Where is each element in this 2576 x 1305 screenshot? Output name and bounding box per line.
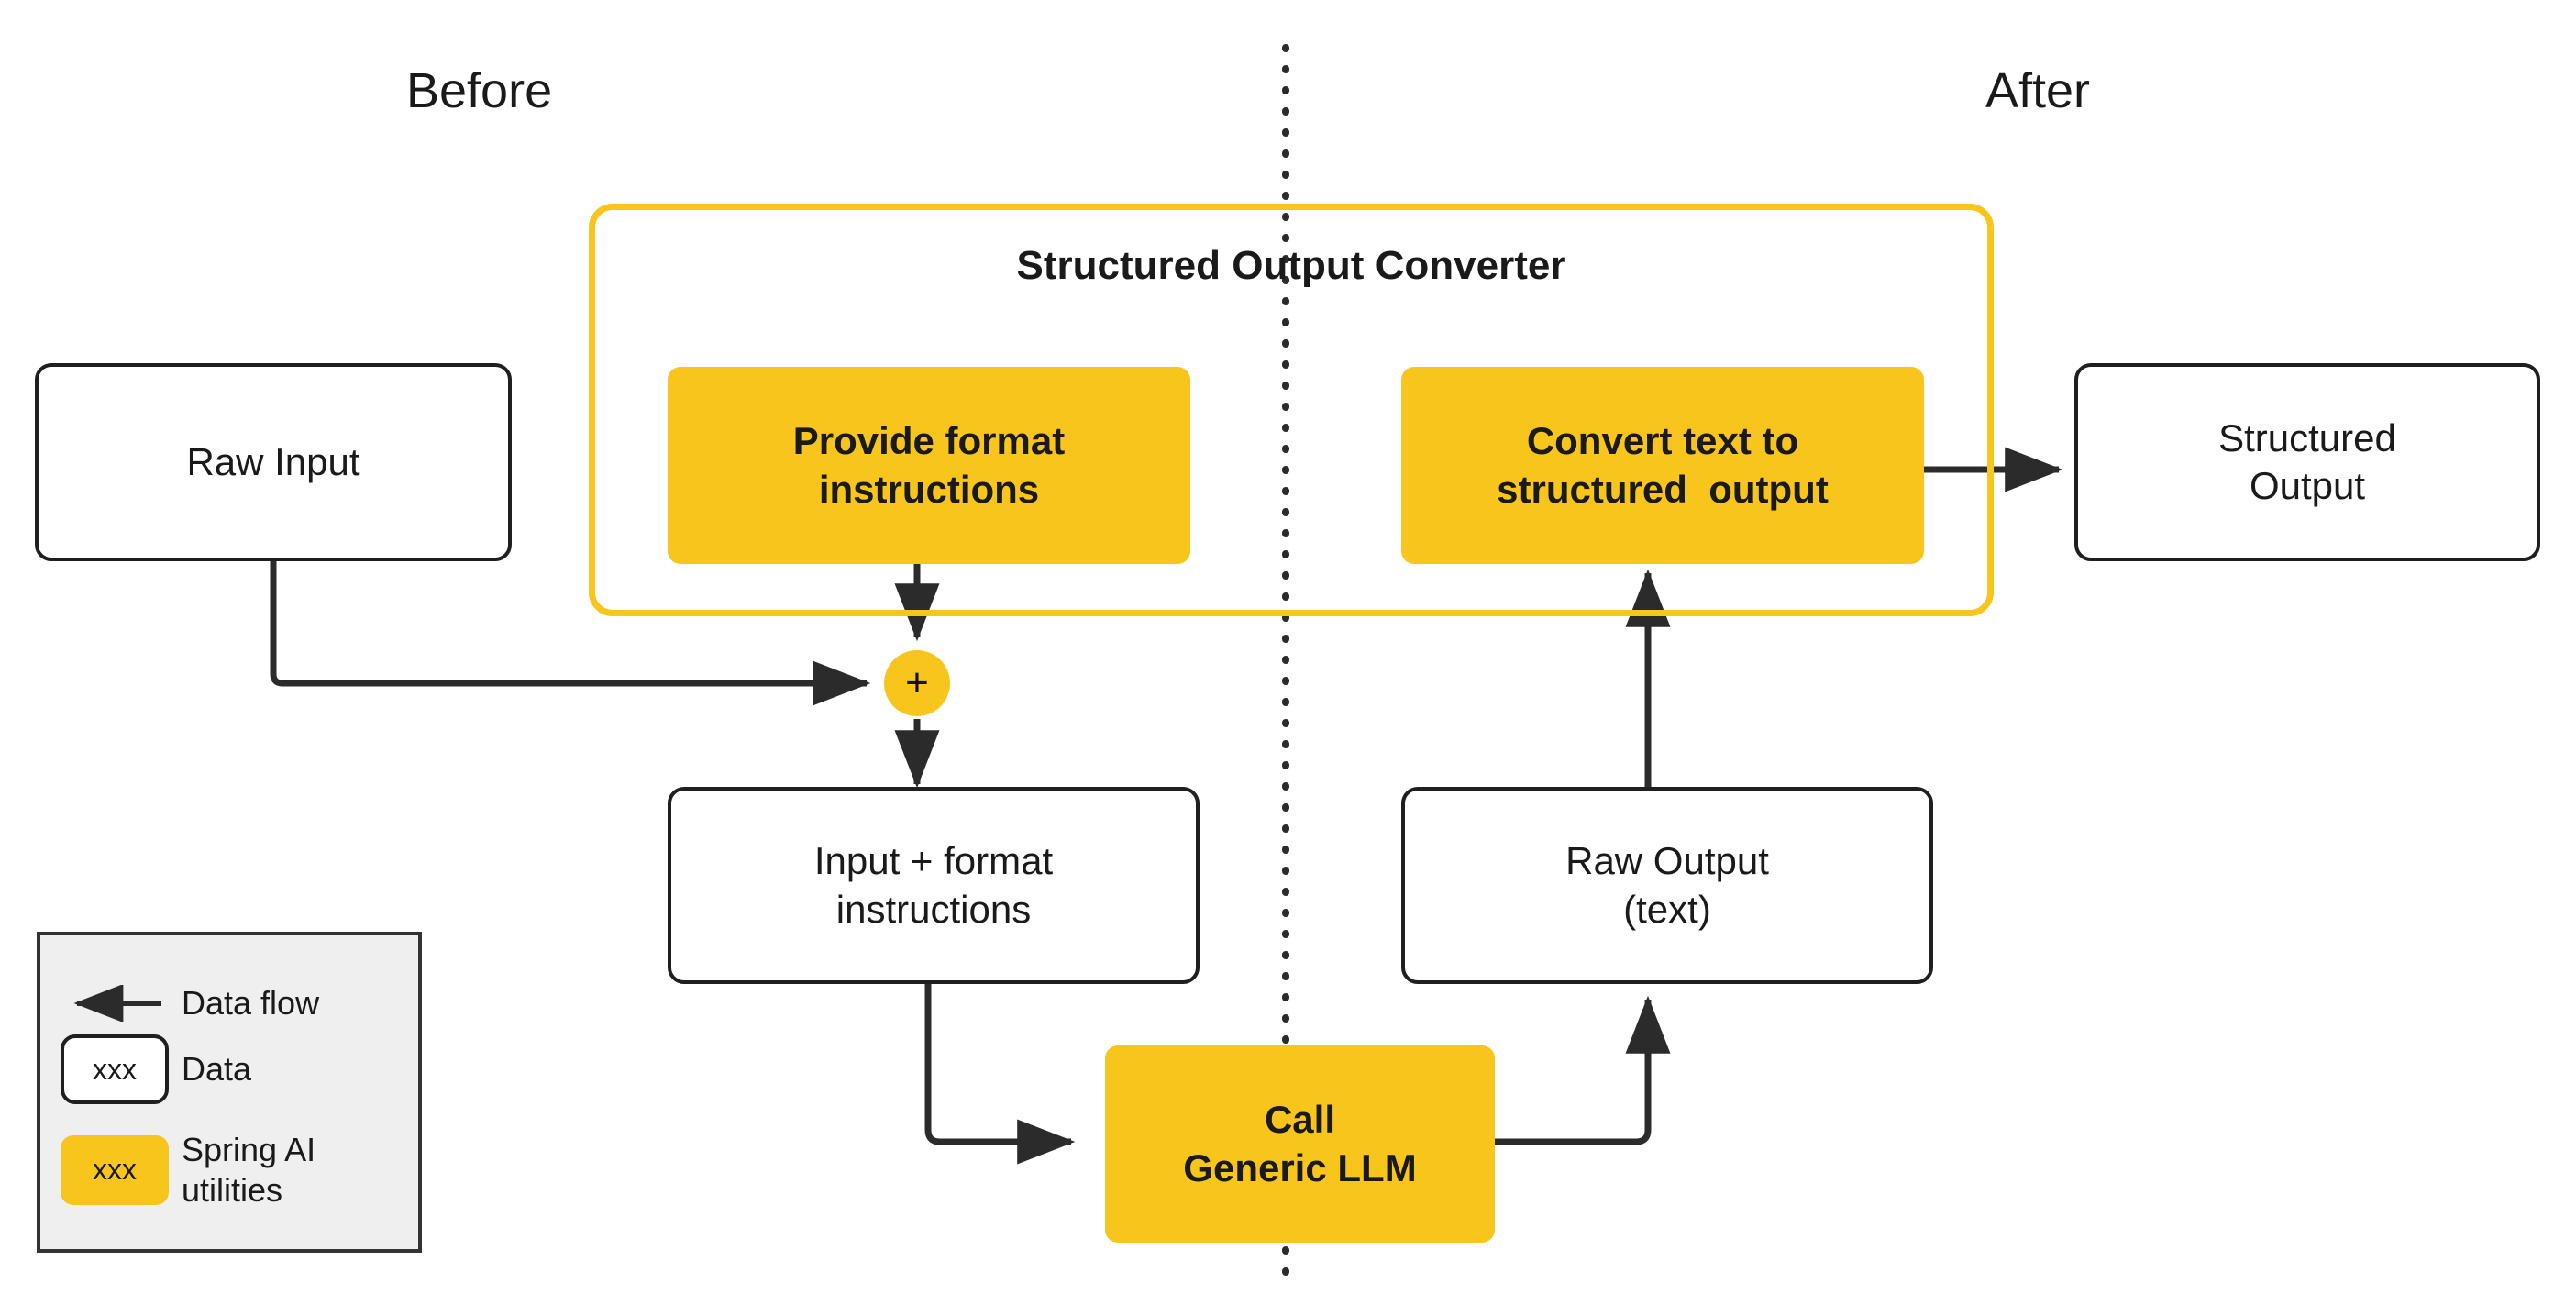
legend-swatch-data-text: xxx bbox=[93, 1052, 137, 1086]
node-call-generic-llm[interactable]: Call Generic LLM bbox=[1105, 1045, 1495, 1243]
structured-output-converter-frame bbox=[589, 204, 1994, 616]
arrow-llm-to-raw-output bbox=[1493, 995, 1671, 1145]
node-raw-input-label: Raw Input bbox=[186, 439, 360, 483]
node-structured-output-label: Structured Output bbox=[2218, 415, 2396, 508]
legend-panel: Data flow xxx Data xxx Spring AI utiliti… bbox=[37, 932, 422, 1253]
node-call-generic-llm-label: Call Generic LLM bbox=[1183, 1098, 1417, 1189]
legend-label-data: Data bbox=[182, 1050, 252, 1089]
legend-label-spring-ai-utilities: Spring AI utilities bbox=[182, 1131, 316, 1209]
legend-row-data: xxx Data bbox=[61, 1034, 251, 1104]
node-structured-output[interactable]: Structured Output bbox=[2074, 363, 2540, 561]
node-raw-output-label: Raw Output (text) bbox=[1565, 839, 1769, 931]
node-input-plus-format-label: Input + format instructions bbox=[813, 839, 1054, 931]
node-input-plus-format-instructions[interactable]: Input + format instructions bbox=[668, 787, 1200, 984]
legend-label-data-flow: Data flow bbox=[182, 984, 320, 1023]
section-label-before: Before bbox=[406, 63, 553, 118]
arrow-raw-input-to-plus bbox=[270, 561, 871, 706]
node-provide-format-instructions[interactable]: Provide format instructions bbox=[668, 367, 1190, 564]
structured-output-converter-title: Structured Output Converter bbox=[1016, 243, 1566, 288]
plus-icon: + bbox=[905, 660, 929, 705]
node-convert-text-label: Convert text to structured output bbox=[1497, 419, 1829, 511]
node-provide-format-instructions-label: Provide format instructions bbox=[792, 419, 1066, 511]
data-flow-arrow-icon bbox=[61, 968, 169, 1038]
legend-swatch-spring-ai-utilities: xxx bbox=[61, 1134, 169, 1205]
node-raw-input[interactable]: Raw Input bbox=[35, 363, 512, 561]
node-convert-text-to-structured-output[interactable]: Convert text to structured output bbox=[1401, 367, 1924, 564]
arrow-input-format-to-llm bbox=[924, 983, 1076, 1165]
legend-row-data-flow: Data flow bbox=[61, 968, 319, 1038]
section-label-after: After bbox=[1985, 63, 2091, 118]
legend-row-spring-ai-utilities: xxx Spring AI utilities bbox=[61, 1130, 315, 1211]
legend-swatch-utilities-text: xxx bbox=[93, 1153, 137, 1187]
legend-swatch-data: xxx bbox=[61, 1034, 169, 1104]
node-plus-junction[interactable]: + bbox=[884, 650, 950, 716]
node-raw-output-text[interactable]: Raw Output (text) bbox=[1401, 787, 1933, 984]
